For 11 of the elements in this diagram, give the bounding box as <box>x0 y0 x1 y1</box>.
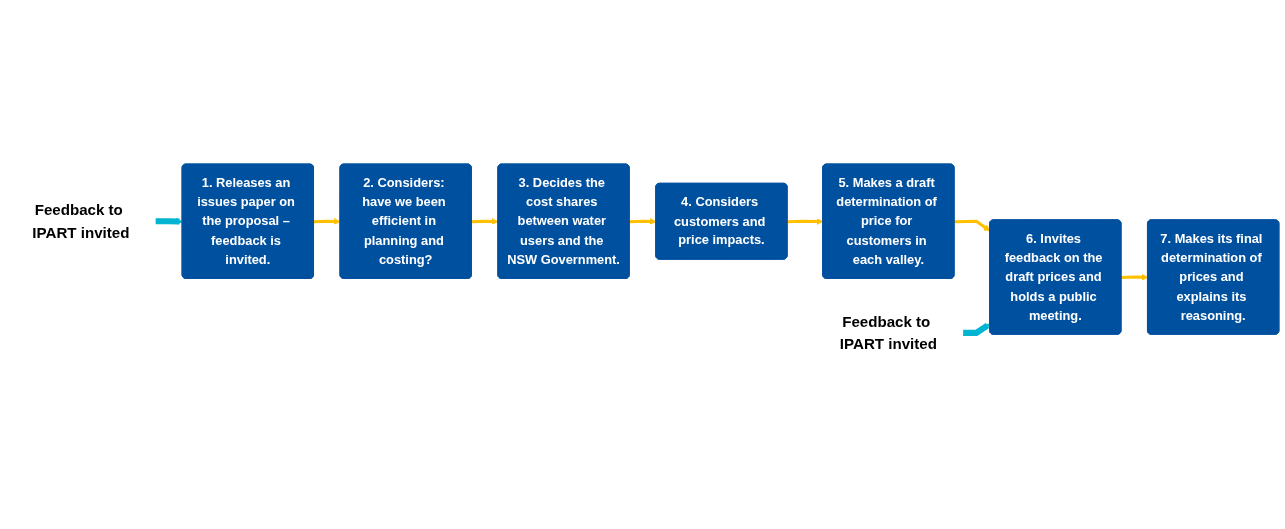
node-text: Feedback to IPART invited <box>32 201 130 242</box>
arrow <box>954 219 991 232</box>
arrow <box>963 323 991 337</box>
arrow <box>1121 274 1149 281</box>
flowchart: 1. Releases an issues paper on the proposal – feedback is invited. 2. Considers: have we been efficient in planning and costing? 3. Decides the cost shares between water users and the NSW Government. 4. Considers customers and price impacts. 5. Makes a draft determination of price for customers in each valley. 6. Invites feedback on the draft prices and holds a public meeting. 7. Makes its final determination of prices and explains its reasoning. Feedback to IPART invited Feedback to IPART invited <box>0 158 1285 371</box>
arrow <box>313 218 341 225</box>
arrow <box>471 218 499 225</box>
arrow <box>155 218 183 225</box>
arrow <box>629 218 657 225</box>
arrow <box>787 218 824 226</box>
node-text: Feedback to IPART invited <box>839 313 937 353</box>
